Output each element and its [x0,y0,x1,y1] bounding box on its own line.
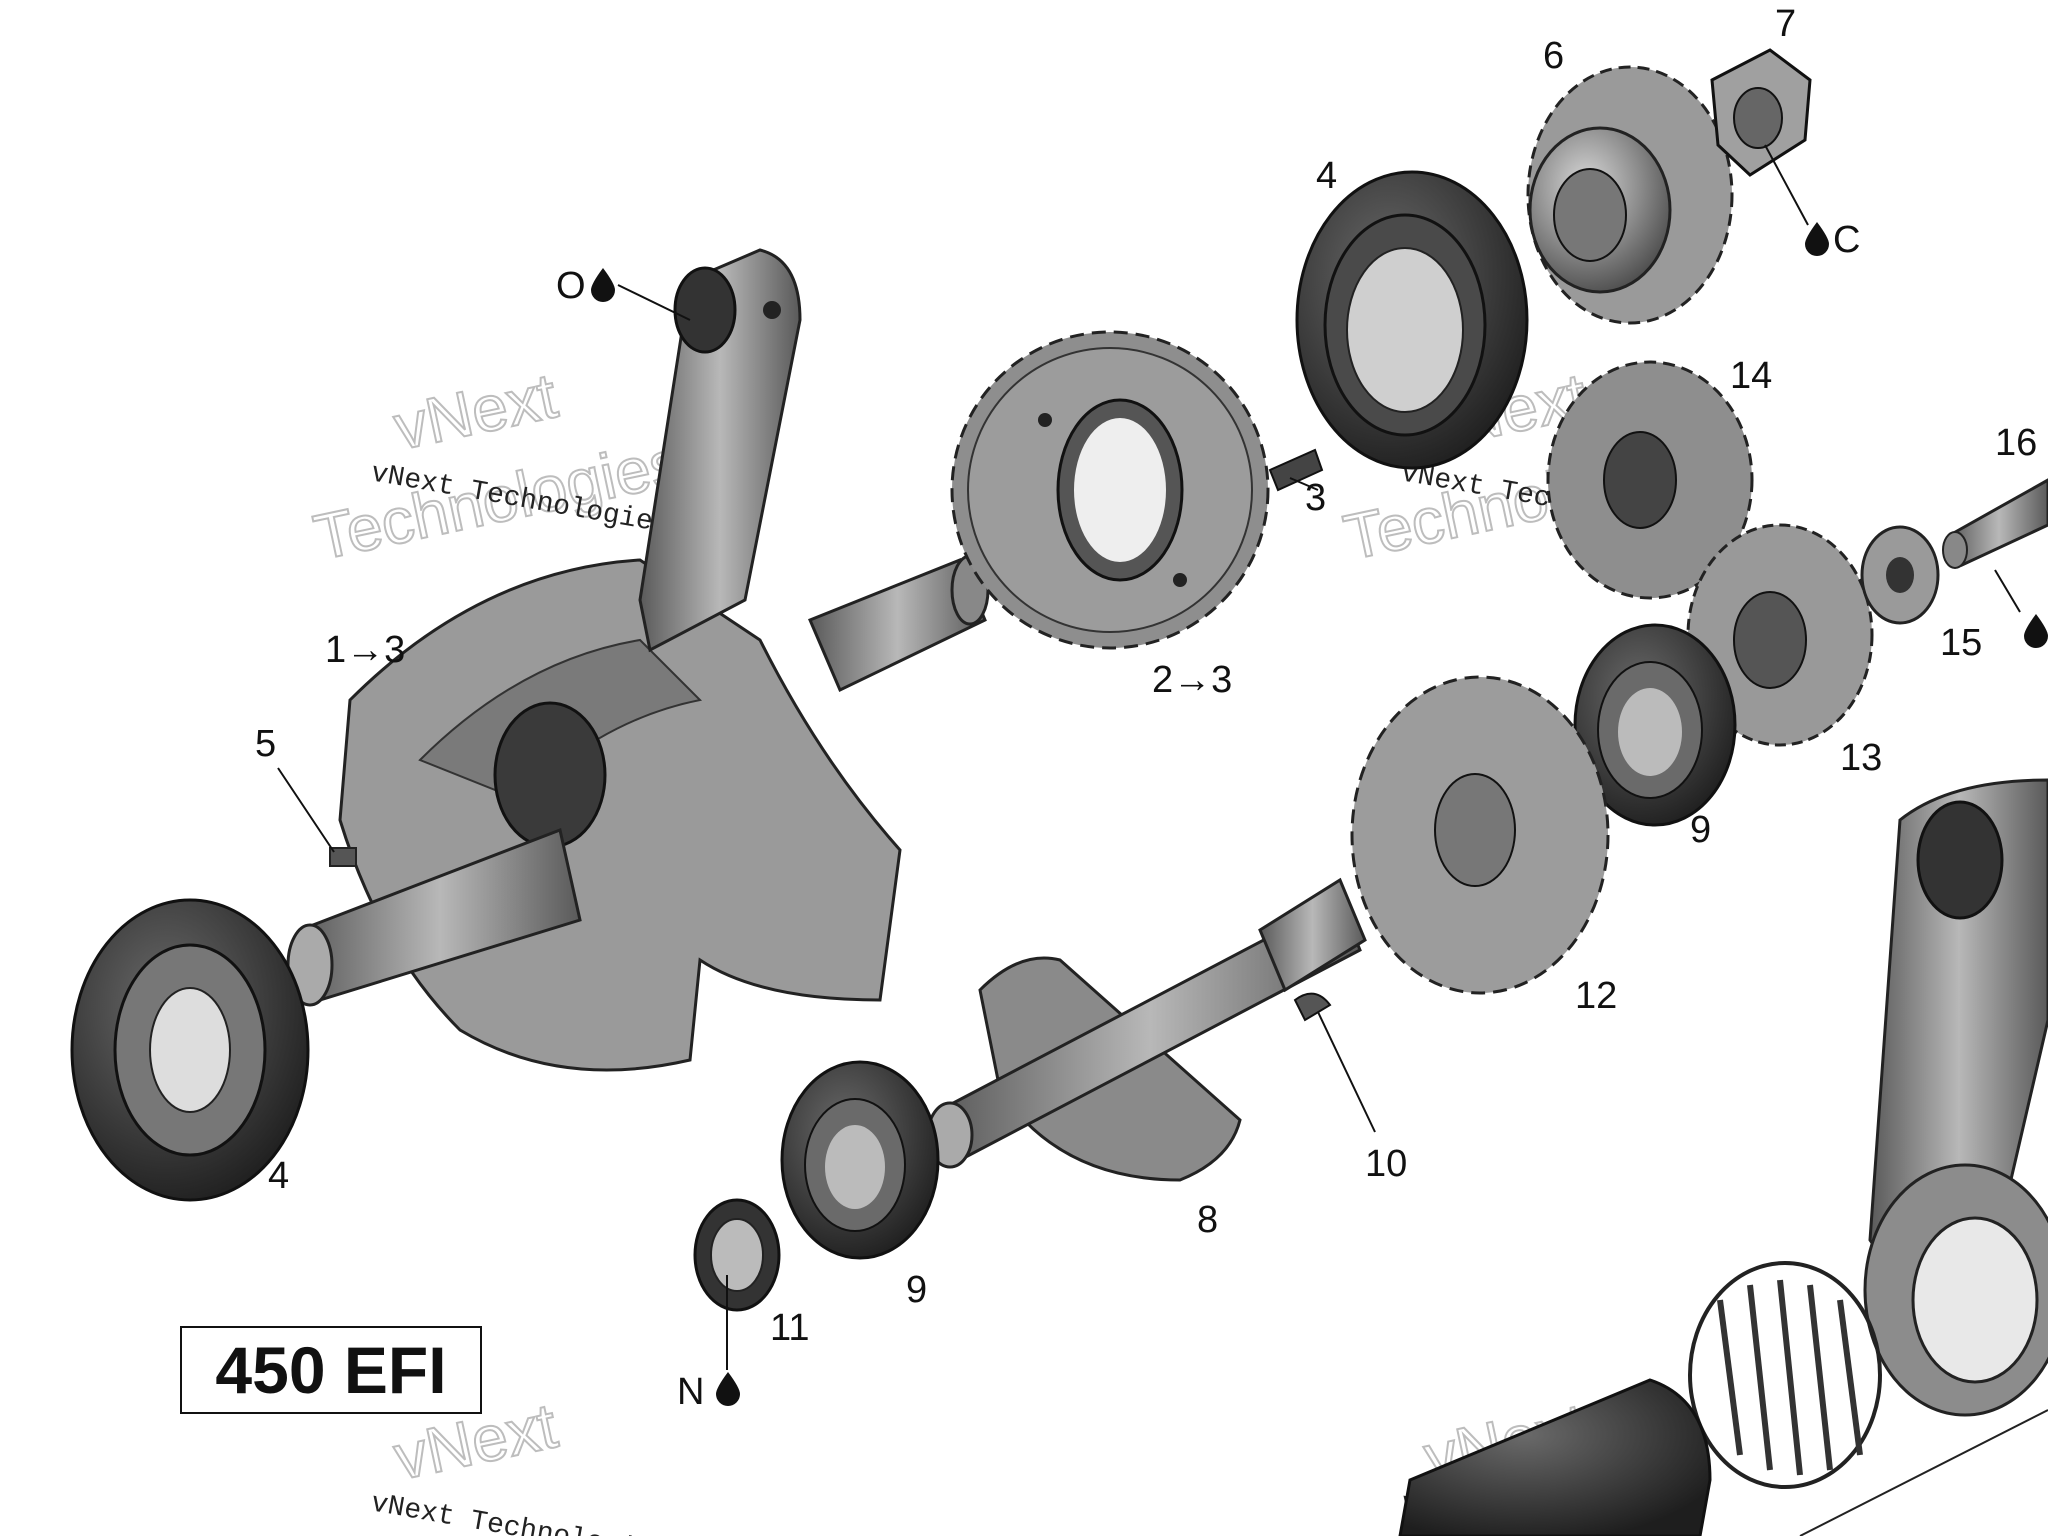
callout-4-top: 4 [1316,155,1337,197]
bearing-9-upper [1573,623,1737,827]
watermark-line: vNext Technologies [368,1488,671,1536]
callout-2-to-3: 2→3 [1152,659,1232,701]
lube-callout-c: C [1833,219,1860,261]
washer-11 [693,1198,781,1312]
lube-callout-n: N [677,1371,704,1413]
gear-14 [1546,360,1754,600]
crankshaft-assembly [286,248,990,1072]
callout-8: 8 [1197,1199,1218,1241]
callout-1-to-3: 1→3 [325,629,405,671]
callout-13: 13 [1840,737,1882,779]
oil-drop-icon [2024,614,2048,648]
gear-13 [1686,523,1874,747]
callout-3: 3 [1305,477,1326,519]
leader-lines [277,144,2021,1370]
callout-9-upper: 9 [1690,809,1711,851]
callout-15: 15 [1940,622,1982,664]
conrod-assembly-right [1398,778,2048,1536]
bearing-9-lower [780,1060,940,1260]
gear-upper-right [1526,65,1734,325]
watermark-brand: vNext [388,359,563,463]
callout-9-lower: 9 [906,1269,927,1311]
oil-drop-icon [591,268,615,302]
lube-callout-o: O [556,265,586,307]
callout-11: 11 [770,1307,809,1349]
half-moon-key [1293,992,1332,1022]
model-label-box: 450 EFI [180,1326,482,1414]
callout-7: 7 [1775,3,1796,45]
drive-gear-center [950,330,1270,650]
washer-15 [1860,525,1940,625]
balancer-shaft [926,877,1367,1182]
hex-nut [1710,48,1812,177]
dowel-pin [1268,448,1324,492]
oil-drop-icon [716,1372,740,1406]
callout-4-bottom: 4 [268,1155,289,1197]
bolt-16 [1942,478,2048,569]
callout-5: 5 [255,723,276,765]
oil-drop-icon [1805,222,1829,256]
callout-labels: 1→3 2→3 3 4 4 5 6 7 8 9 9 10 11 12 13 14… [255,3,2048,1413]
callout-10: 10 [1365,1143,1407,1185]
callout-6: 6 [1543,35,1564,77]
oil-seal-left [70,898,310,1202]
callout-16: 16 [1995,422,2037,464]
gear-12 [1350,675,1610,995]
bearing-upper [1295,170,1529,470]
callout-14: 14 [1730,355,1772,397]
callout-12: 12 [1575,975,1617,1017]
